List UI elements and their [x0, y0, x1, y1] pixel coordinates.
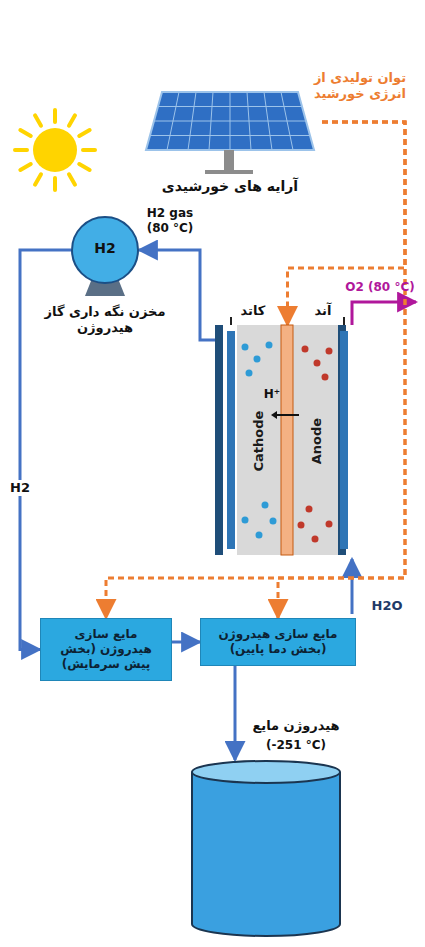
- process-box: مایع سازی هیدروژن (بخش پیش سرمایش): [40, 618, 172, 681]
- liquid-hydrogen-tank: هیدروژن مایع(-251 °C): [190, 760, 342, 938]
- hydrogen-tank: H2مخزن نگه داری گاز هیدروژن: [71, 216, 139, 284]
- node-text: مخزن نگه داری گاز هیدروژن: [35, 304, 175, 337]
- annotation-label: O2 (80 °C): [340, 280, 420, 295]
- node-text: Anode: [309, 399, 325, 483]
- node-text: Cathode: [251, 399, 267, 483]
- annotation-label: H2O: [362, 598, 412, 614]
- node-text: H⁺: [257, 387, 287, 402]
- water-inlet: [351, 559, 354, 614]
- node-text: H2: [71, 240, 139, 258]
- solar-array: آرایه های خورشیدی: [130, 84, 330, 214]
- solar-panel: [146, 92, 314, 174]
- process-box: مایع سازی هیدروژن (بخش دما پایین): [200, 618, 356, 666]
- node-text: هیدروژن مایع: [246, 718, 346, 734]
- electrolyzer: کاتدآندCathodeAnodeH⁺: [215, 325, 360, 555]
- flow-arrow: [172, 641, 200, 644]
- node-text: (-251 °C): [246, 738, 346, 753]
- flow-arrow: [139, 250, 215, 340]
- container-shape: [190, 760, 342, 938]
- electrolyzer-cell: [215, 325, 360, 555]
- node-text: مایع سازی هیدروژن (بخش پیش سرمایش): [47, 627, 165, 672]
- sun-icon: [15, 110, 95, 190]
- node-text: آند: [303, 303, 343, 319]
- node-text: مایع سازی هیدروژن (بخش دما پایین): [207, 627, 349, 657]
- edge-label: H2: [8, 480, 32, 496]
- annotation-label: توان تولیدی از انرژی خورشید: [300, 70, 420, 103]
- flow-arrow: [106, 122, 405, 618]
- node-text: آرایه های خورشیدی: [130, 178, 330, 196]
- node-text: کاتد: [233, 303, 273, 319]
- edge-label: H2 gas (80 °C): [140, 206, 200, 236]
- flow-arrow: [234, 666, 237, 760]
- flow-arrow: [288, 122, 406, 325]
